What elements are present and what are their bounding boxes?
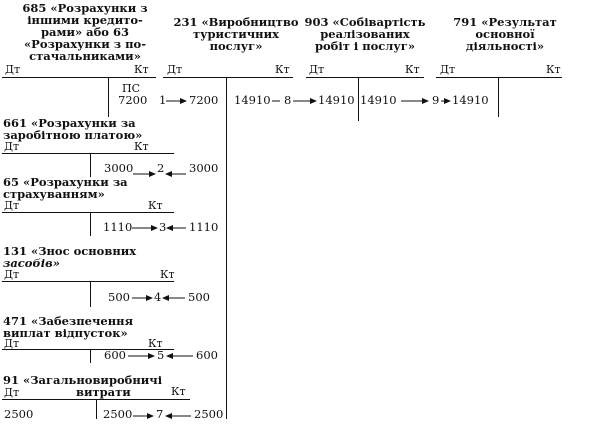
account-91-center-line bbox=[96, 399, 98, 419]
account-65-center-line bbox=[90, 212, 92, 236]
entry-8-credit-231-value: 14910 bbox=[234, 93, 271, 107]
entry-4-credit-131-value: 500 bbox=[108, 290, 130, 304]
account-65-title-line: 65 «Розрахунки за bbox=[3, 175, 128, 189]
account-231-top-line bbox=[163, 77, 293, 79]
account-471-center-line bbox=[90, 349, 92, 363]
account-903-title-line: реалізованих bbox=[320, 27, 410, 42]
account-661-title: 661 «Розрахунки за заробітною платою» bbox=[3, 117, 142, 141]
account-685-credit-label: Кт bbox=[134, 63, 149, 76]
entry-3-credit-65-value: 1110 bbox=[103, 220, 133, 234]
account-903-title-line: 903 «Собівартість bbox=[304, 15, 426, 29]
entry-2-debit-231-value: 3000 bbox=[189, 161, 219, 175]
account-903-center-line bbox=[358, 77, 360, 121]
account-685-top-line bbox=[2, 77, 156, 79]
account-791-debit-label: Дт bbox=[440, 63, 456, 76]
account-791-title-line: 791 «Результат bbox=[453, 15, 557, 29]
account-685-opening-label: ПС bbox=[122, 82, 141, 95]
account-471-title: 471 «Забезпечення виплат відпусток» bbox=[3, 315, 133, 339]
account-903-title: 903 «Собівартість реалізованих робіт і п… bbox=[300, 16, 430, 52]
account-903-debit-label: Дт bbox=[309, 63, 325, 76]
account-661-title-line: 661 «Розрахунки за bbox=[3, 116, 136, 130]
account-65-top-line bbox=[2, 212, 174, 214]
account-231-title: 231 «Виробництво туристичних послуг» bbox=[162, 16, 310, 52]
account-471-title-line: виплат відпусток» bbox=[3, 326, 128, 341]
account-131-debit-label: Дт bbox=[4, 268, 20, 281]
account-131-title: 131 «Знос основних засобів» bbox=[3, 245, 136, 269]
account-131-top-line bbox=[2, 281, 174, 283]
entry-8-number: 8 bbox=[284, 93, 292, 107]
account-791-title-line: основної bbox=[475, 27, 535, 42]
entry-5-credit-471-value: 600 bbox=[104, 348, 126, 362]
account-791-title: 791 «Результат основної діяльності» bbox=[440, 16, 570, 52]
account-685-title: 685 «Розрахунки з іншими кредито- рами» … bbox=[0, 2, 170, 62]
account-685-title-line: «Розрахунки з по- bbox=[23, 37, 146, 52]
account-131-credit-label: Кт bbox=[160, 268, 175, 281]
entry-9-number: 9 bbox=[432, 93, 440, 107]
account-91-debit-value: 2500 bbox=[4, 407, 34, 421]
account-231-title-line: туристичних bbox=[193, 27, 279, 42]
account-685-title-line: стачальниками» bbox=[29, 49, 141, 64]
account-91-debit-label: Дт bbox=[4, 386, 20, 399]
entry-4-number: 4 bbox=[154, 290, 162, 304]
account-685-title-line: 685 «Розрахунки з bbox=[22, 1, 148, 15]
account-471-title-line: 471 «Забезпечення bbox=[3, 314, 134, 328]
account-903-top-line bbox=[306, 77, 424, 79]
account-791-title-line: діяльності» bbox=[465, 39, 545, 54]
account-661-center-line bbox=[90, 153, 92, 177]
account-91-title-line-2: витрати bbox=[76, 385, 131, 399]
account-685-title-line: іншими кредито- bbox=[27, 13, 143, 28]
entry-3-number: 3 bbox=[159, 220, 167, 234]
account-685-center-line bbox=[108, 77, 110, 117]
account-661-top-line bbox=[2, 153, 174, 155]
account-685-debit-label: Дт bbox=[5, 63, 21, 76]
entry-2-number: 2 bbox=[157, 161, 165, 175]
account-131-title-line: засобів» bbox=[3, 256, 60, 271]
entry-1-debit-231-value: 7200 bbox=[189, 93, 219, 107]
account-471-top-line bbox=[2, 349, 174, 351]
account-685-title-line: рами» або 63 bbox=[40, 25, 129, 40]
account-685-opening-value: 7200 bbox=[118, 93, 148, 107]
account-661-debit-label: Дт bbox=[4, 140, 20, 153]
entry-5-number: 5 bbox=[157, 348, 165, 362]
account-65-title: 65 «Розрахунки за страхуванням» bbox=[3, 176, 128, 200]
account-231-debit-label: Дт bbox=[167, 63, 183, 76]
entry-7-debit-231-value: 2500 bbox=[194, 407, 224, 421]
account-471-credit-label: Кт bbox=[148, 337, 163, 350]
entry-9-credit-903-value: 14910 bbox=[360, 93, 397, 107]
entry-8-debit-903-value: 14910 bbox=[318, 93, 355, 107]
account-231-credit-label: Кт bbox=[275, 63, 290, 76]
entry-7-credit-91-value: 2500 bbox=[103, 407, 133, 421]
account-791-credit-label: Кт bbox=[546, 63, 561, 76]
account-471-debit-label: Дт bbox=[4, 337, 20, 350]
entry-1-number: 1 bbox=[159, 93, 167, 107]
account-231-title-line: послуг» bbox=[209, 39, 263, 54]
account-65-credit-label: Кт bbox=[148, 199, 163, 212]
entry-2-credit-661-value: 3000 bbox=[104, 161, 134, 175]
account-791-center-line bbox=[498, 77, 500, 117]
account-131-center-line bbox=[90, 281, 92, 307]
entry-4-debit-231-value: 500 bbox=[188, 290, 210, 304]
account-231-center-line bbox=[226, 77, 228, 419]
account-661-title-line: заробітною платою» bbox=[3, 128, 143, 143]
account-131-title-line: 131 «Знос основних bbox=[3, 244, 137, 258]
account-903-title-line: робіт і послуг» bbox=[314, 39, 416, 54]
account-661-credit-label: Кт bbox=[134, 140, 149, 153]
account-91-title-line-1: 91 «Загальновиробничі bbox=[3, 373, 163, 387]
account-65-debit-label: Дт bbox=[4, 199, 20, 212]
account-65-title-line: страхуванням» bbox=[3, 187, 105, 202]
entry-7-number: 7 bbox=[156, 407, 164, 421]
account-231-title-line: 231 «Виробництво bbox=[173, 15, 299, 29]
entry-3-debit-231-value: 1110 bbox=[189, 220, 219, 234]
entry-9-debit-791-value: 14910 bbox=[452, 93, 489, 107]
account-91-credit-label: Кт bbox=[171, 385, 186, 398]
account-903-credit-label: Кт bbox=[405, 63, 420, 76]
entry-5-debit-231-value: 600 bbox=[196, 348, 218, 362]
